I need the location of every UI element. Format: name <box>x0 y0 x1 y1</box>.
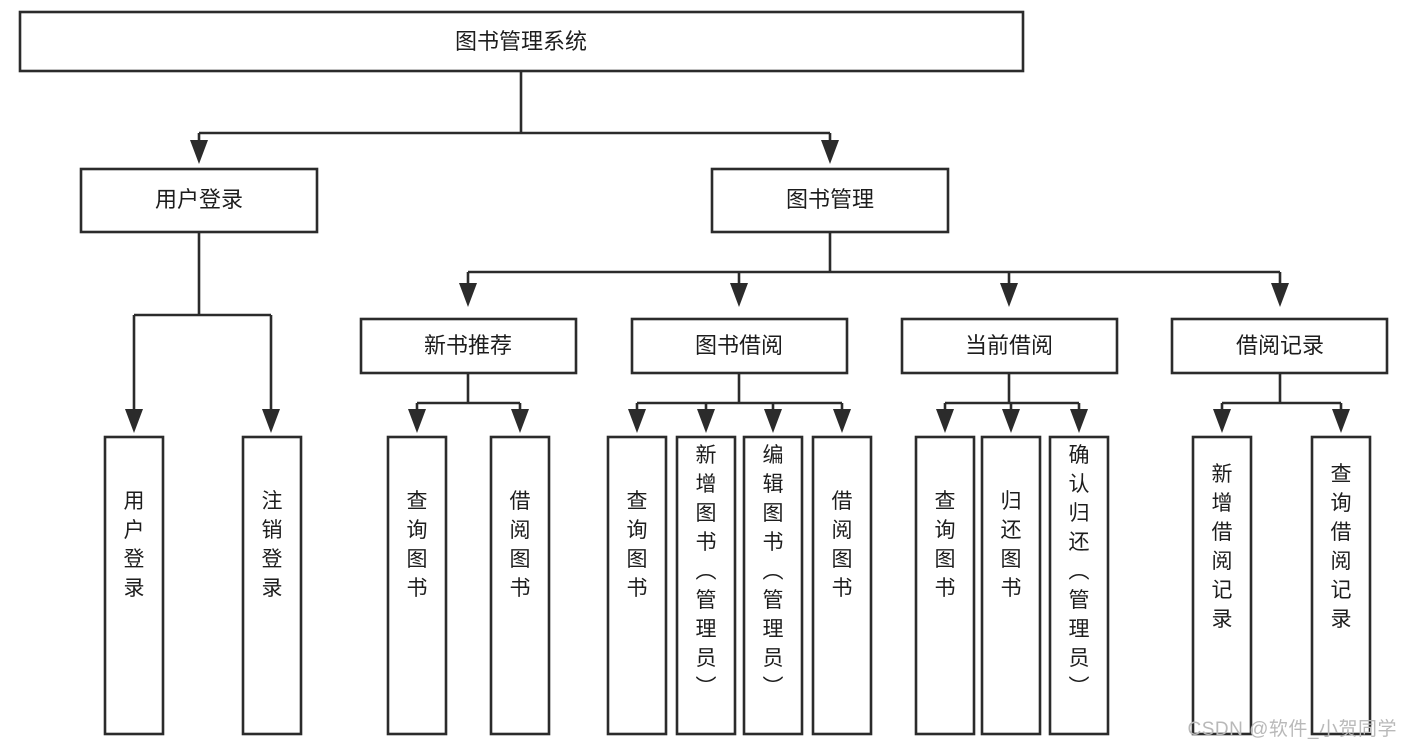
node-leaf-user-login-label: 用户登录 <box>124 490 145 600</box>
arrow-to-leaf-add-book <box>697 409 715 433</box>
node-root-label: 图书管理系统 <box>455 29 587 54</box>
node-leaf-confirm-return-box[interactable] <box>1048 435 1110 736</box>
node-leaf-borrow-book-2-label: 借阅图书 <box>832 490 853 600</box>
node-leaf-return-book-box[interactable] <box>980 435 1042 736</box>
node-root-box[interactable] <box>18 10 1025 73</box>
node-leaf-borrow-book-1-label: 借阅图书 <box>510 490 531 600</box>
node-book-borrow[interactable]: 图书借阅 <box>630 317 849 375</box>
node-leaf-query-book-1-box[interactable] <box>386 435 448 736</box>
node-leaf-edit-book-label: 编辑图书︵管理员︶ <box>763 444 784 699</box>
node-leaf-user-login-box[interactable] <box>103 435 165 736</box>
node-leaf-return-book-label: 归还图书 <box>1001 490 1022 600</box>
node-leaf-query-book-3[interactable]: 查询图书 <box>914 435 976 736</box>
node-leaf-borrow-book-2[interactable]: 借阅图书 <box>811 435 873 736</box>
node-leaf-edit-book[interactable]: 编辑图书︵管理员︶ <box>742 435 804 736</box>
arrow-to-book-manage <box>821 140 839 164</box>
node-new-book-rec-box[interactable] <box>359 317 578 375</box>
arrow-to-leaf-confirm-return <box>1070 409 1088 433</box>
node-root[interactable]: 图书管理系统 <box>18 10 1025 73</box>
arrow-to-leaf-user-login <box>125 409 143 433</box>
node-leaf-query-book-3-box[interactable] <box>914 435 976 736</box>
arrow-to-user-login <box>190 140 208 164</box>
node-new-book-rec[interactable]: 新书推荐 <box>359 317 578 375</box>
node-leaf-borrow-book-1-box[interactable] <box>489 435 551 736</box>
node-leaf-logout[interactable]: 注销登录 <box>241 435 303 736</box>
node-leaf-logout-label: 注销登录 <box>262 490 283 600</box>
arrow-to-leaf-add-record <box>1213 409 1231 433</box>
node-leaf-query-book-3-label: 查询图书 <box>935 490 956 600</box>
node-leaf-add-book-label: 新增图书︵管理员︶ <box>696 444 717 699</box>
node-leaf-add-book[interactable]: 新增图书︵管理员︶ <box>675 435 737 736</box>
arrow-to-leaf-borrow-book-1 <box>511 409 529 433</box>
arrow-to-leaf-query-record <box>1332 409 1350 433</box>
node-borrow-record[interactable]: 借阅记录 <box>1170 317 1389 375</box>
node-leaf-query-book-1-label: 查询图书 <box>407 490 428 600</box>
node-leaf-query-book-1[interactable]: 查询图书 <box>386 435 448 736</box>
node-book-borrow-box[interactable] <box>630 317 849 375</box>
arrow-to-leaf-borrow-book-2 <box>833 409 851 433</box>
arrow-to-book-borrow <box>730 283 748 307</box>
node-user-login-label: 用户登录 <box>155 187 243 212</box>
arrow-to-current-borrow <box>1000 283 1018 307</box>
node-current-borrow-box[interactable] <box>900 317 1119 375</box>
node-leaf-user-login[interactable]: 用户登录 <box>103 435 165 736</box>
node-leaf-confirm-return[interactable]: 确认归还︵管理员︶ <box>1048 435 1110 736</box>
connector-layer <box>125 71 1350 433</box>
node-book-manage-label: 图书管理 <box>786 187 874 212</box>
arrow-to-new-book-rec <box>459 283 477 307</box>
node-borrow-record-label: 借阅记录 <box>1236 333 1324 358</box>
node-current-borrow-label: 当前借阅 <box>965 333 1053 358</box>
arrow-to-borrow-record <box>1271 283 1289 307</box>
arrow-to-leaf-edit-book <box>764 409 782 433</box>
node-leaf-query-record-label: 查询借阅记录 <box>1331 463 1352 631</box>
arrow-to-leaf-query-book-2 <box>628 409 646 433</box>
node-leaf-logout-box[interactable] <box>241 435 303 736</box>
node-leaf-edit-book-box[interactable] <box>742 435 804 736</box>
node-leaf-query-book-2-label: 查询图书 <box>627 490 648 600</box>
node-leaf-return-book[interactable]: 归还图书 <box>980 435 1042 736</box>
node-leaf-add-book-box[interactable] <box>675 435 737 736</box>
node-borrow-record-box[interactable] <box>1170 317 1389 375</box>
node-leaf-query-book-2[interactable]: 查询图书 <box>606 435 668 736</box>
node-current-borrow[interactable]: 当前借阅 <box>900 317 1119 375</box>
node-book-manage[interactable]: 图书管理 <box>710 167 950 234</box>
node-leaf-query-record[interactable]: 查询借阅记录 <box>1310 435 1372 736</box>
node-leaf-borrow-book-2-box[interactable] <box>811 435 873 736</box>
arrow-to-leaf-return-book <box>1002 409 1020 433</box>
arrow-to-leaf-logout <box>262 409 280 433</box>
node-book-manage-box[interactable] <box>710 167 950 234</box>
node-user-login-box[interactable] <box>79 167 319 234</box>
node-book-borrow-label: 图书借阅 <box>695 333 783 358</box>
node-leaf-borrow-book-1[interactable]: 借阅图书 <box>489 435 551 736</box>
node-leaf-add-record[interactable]: 新增借阅记录 <box>1191 435 1253 736</box>
node-leaf-query-record-box[interactable] <box>1310 435 1372 736</box>
node-leaf-confirm-return-label: 确认归还︵管理员︶ <box>1069 444 1090 699</box>
node-new-book-rec-label: 新书推荐 <box>424 333 512 358</box>
node-leaf-query-book-2-box[interactable] <box>606 435 668 736</box>
node-user-login[interactable]: 用户登录 <box>79 167 319 234</box>
arrow-to-leaf-query-book-3 <box>936 409 954 433</box>
arrow-to-leaf-query-book-1 <box>408 409 426 433</box>
node-leaf-add-record-label: 新增借阅记录 <box>1212 463 1233 631</box>
node-leaf-add-record-box[interactable] <box>1191 435 1253 736</box>
csdn-watermark: CSDN @软件_小贺同学 <box>1187 719 1397 740</box>
